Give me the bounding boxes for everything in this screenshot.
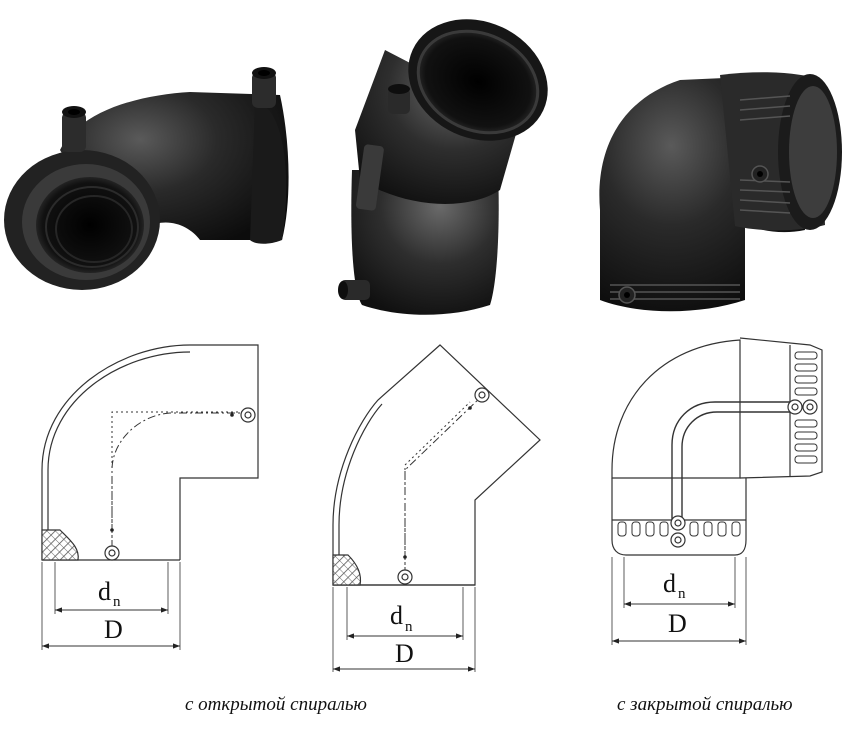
dim-dn-sub-1: n (113, 594, 121, 610)
caption-open-spiral: с открытой спиралью (185, 694, 367, 715)
dim-dn-label-3: d (663, 569, 676, 598)
drawing-elbow-90-closed (611, 337, 823, 645)
dim-dn-label-1: d (98, 577, 111, 606)
dim-dn-sub-2: n (405, 619, 413, 635)
dim-D-label-2: D (395, 639, 414, 668)
drawing-elbow-45 (332, 344, 541, 672)
drawing-elbow-90-open (41, 344, 259, 650)
photo-elbow-90-open (4, 67, 289, 290)
dim-D-label-3: D (668, 609, 687, 638)
photo-elbow-45 (338, 19, 548, 315)
caption-closed-spiral: с закрытой спиралью (617, 694, 793, 715)
dim-D-label-1: D (104, 615, 123, 644)
dim-dn-sub-3: n (678, 586, 686, 602)
photo-elbow-90-closed (599, 72, 842, 312)
dim-dn-label-2: d (390, 601, 403, 630)
